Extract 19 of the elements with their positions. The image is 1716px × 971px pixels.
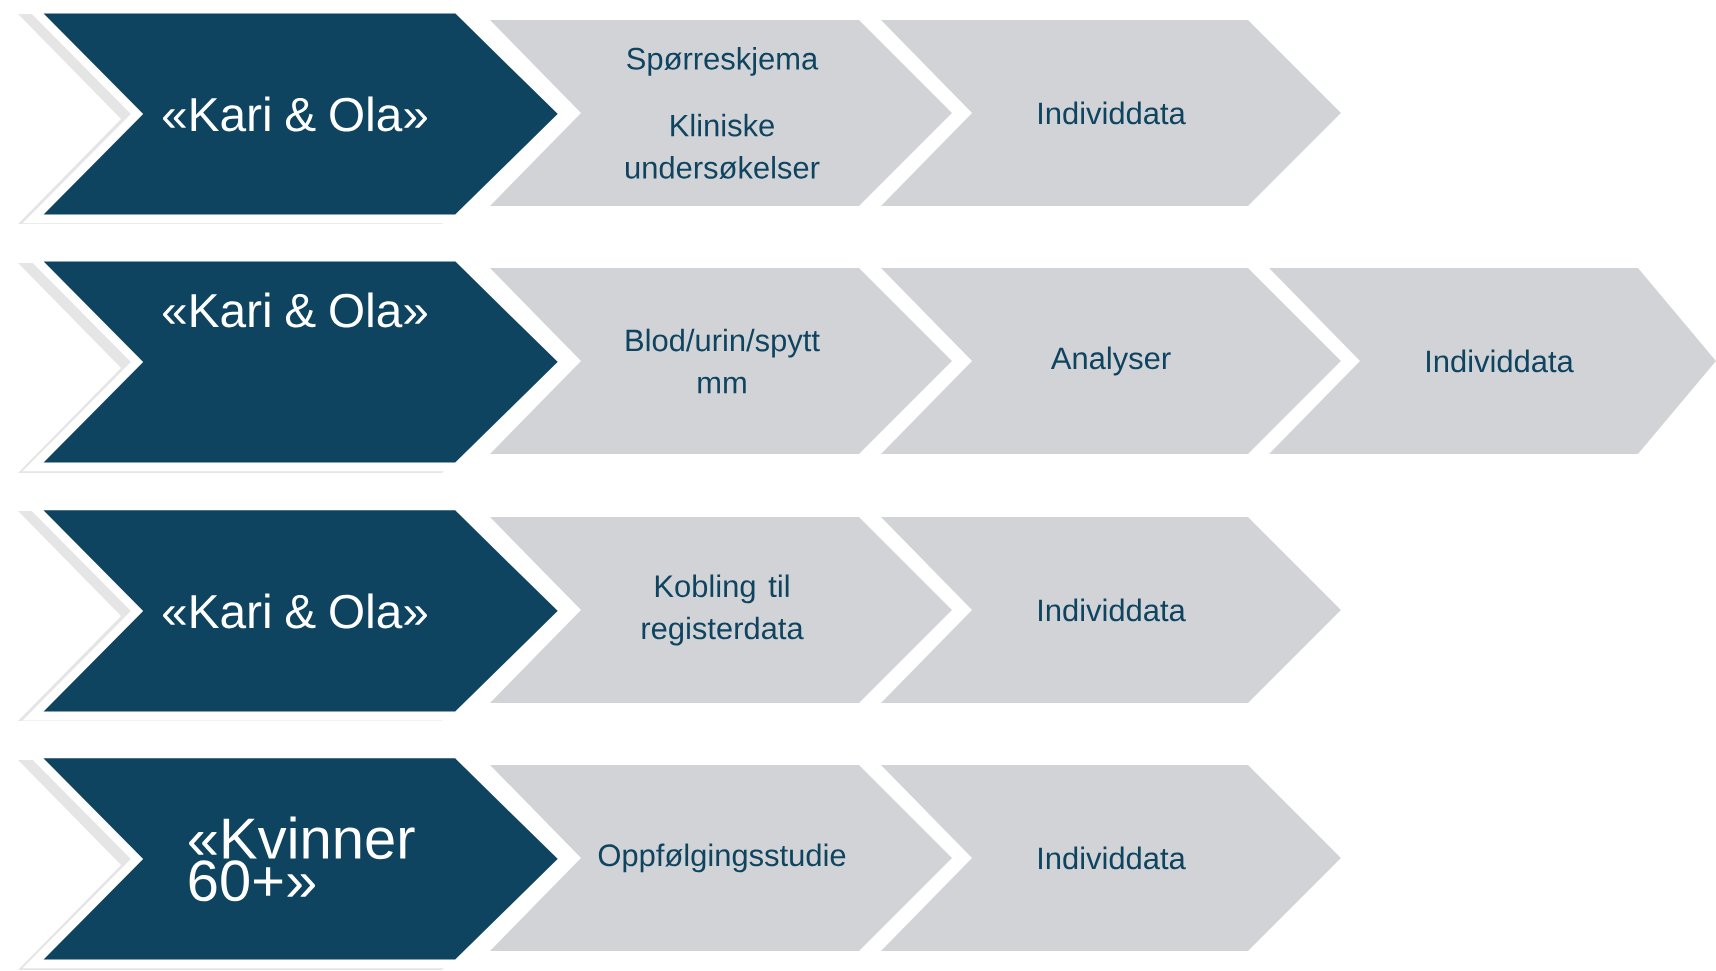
chevron-box: Spørreskjema Kliniske undersøkelser [490,20,952,206]
chevron-box: Individdata [881,517,1341,703]
node-label: Kliniske undersøkelser [626,113,820,179]
chevron-box: Individdata [881,765,1341,951]
chevron-box: Analyser [881,268,1341,454]
chevron-box: Individdata [881,20,1341,206]
node-label: Individdata [1039,846,1186,870]
node-label: Individdata [1039,101,1186,125]
chevron-box: Kobling til registerdata [490,517,952,703]
chevron-box: Individdata [1269,268,1716,454]
node-label: Analyser [1050,346,1171,376]
node-label: Individdata [1039,598,1186,622]
node-label: Blod/urin/spytt mm [626,328,820,394]
chevron-box: Blod/urin/spytt mm [490,268,952,454]
node-label: Kobling til registerdata [642,574,804,646]
node-label: Individdata [1427,349,1574,373]
chevron-box: Oppfølgingsstudie [490,765,952,951]
node-label: Spørreskjema [627,47,819,76]
node-label: Oppfølgingsstudie [598,843,846,873]
